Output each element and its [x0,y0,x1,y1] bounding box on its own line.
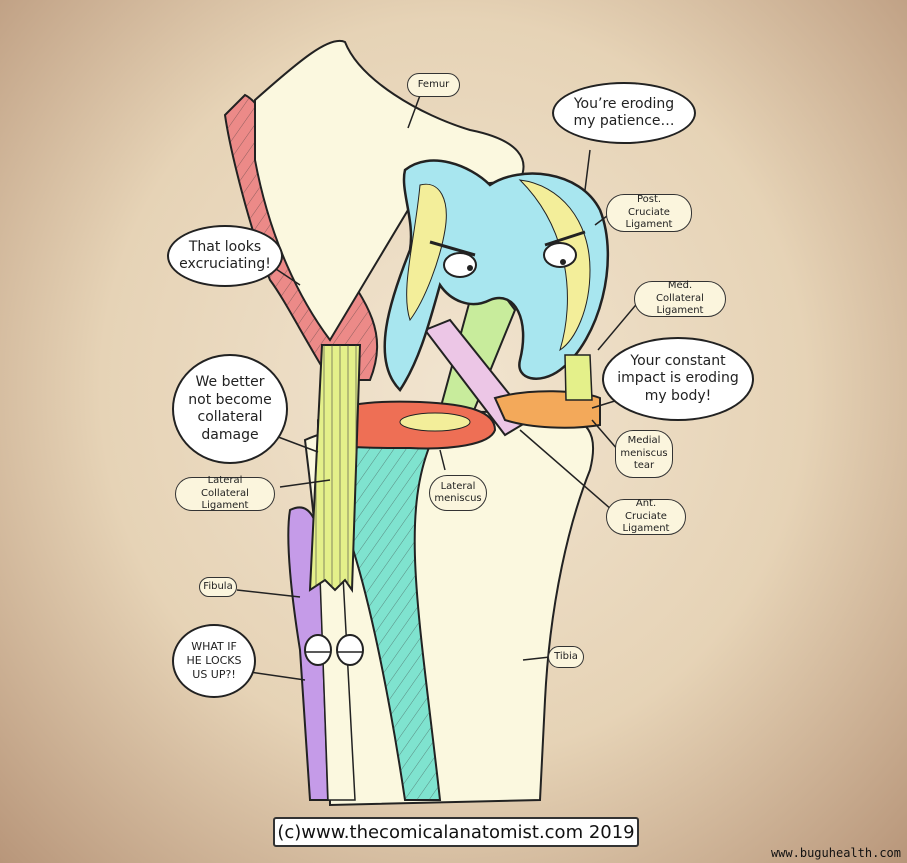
label-ant-cruciate: Ant. Cruciate Ligament [606,498,686,535]
label-fibula: Fibula [199,577,237,597]
speech-bubble-medial-meniscus: Your constant impact is eroding my body! [602,337,754,421]
label-medial-meniscus-tear: Medial meniscus tear [615,430,673,478]
label-lateral-collateral: Lateral Collateral Ligament [175,475,275,511]
label-med-collateral: Med. Collateral Ligament [634,280,726,317]
label-tibia: Tibia [548,646,584,668]
label-femur: Femur [407,73,460,97]
label-post-cruciate: Post. Cruciate Ligament [606,194,692,232]
label-lateral-meniscus: Lateral meniscus [429,475,487,511]
watermark: www.buguhealth.com [770,846,901,860]
medial-collateral-ligament [564,354,593,401]
copyright-credit: (c)www.thecomicalanatomist.com 2019 [273,817,639,847]
femur [254,39,525,342]
speech-bubble-femur: You’re eroding my patience… [552,82,696,144]
speech-bubble-fibula: WHAT IF HE LOCKS US UP?! [172,624,256,698]
speech-bubble-muscle: That looks excruciating! [167,225,283,287]
speech-bubble-collateral: We better not become collateral damage [172,354,288,464]
